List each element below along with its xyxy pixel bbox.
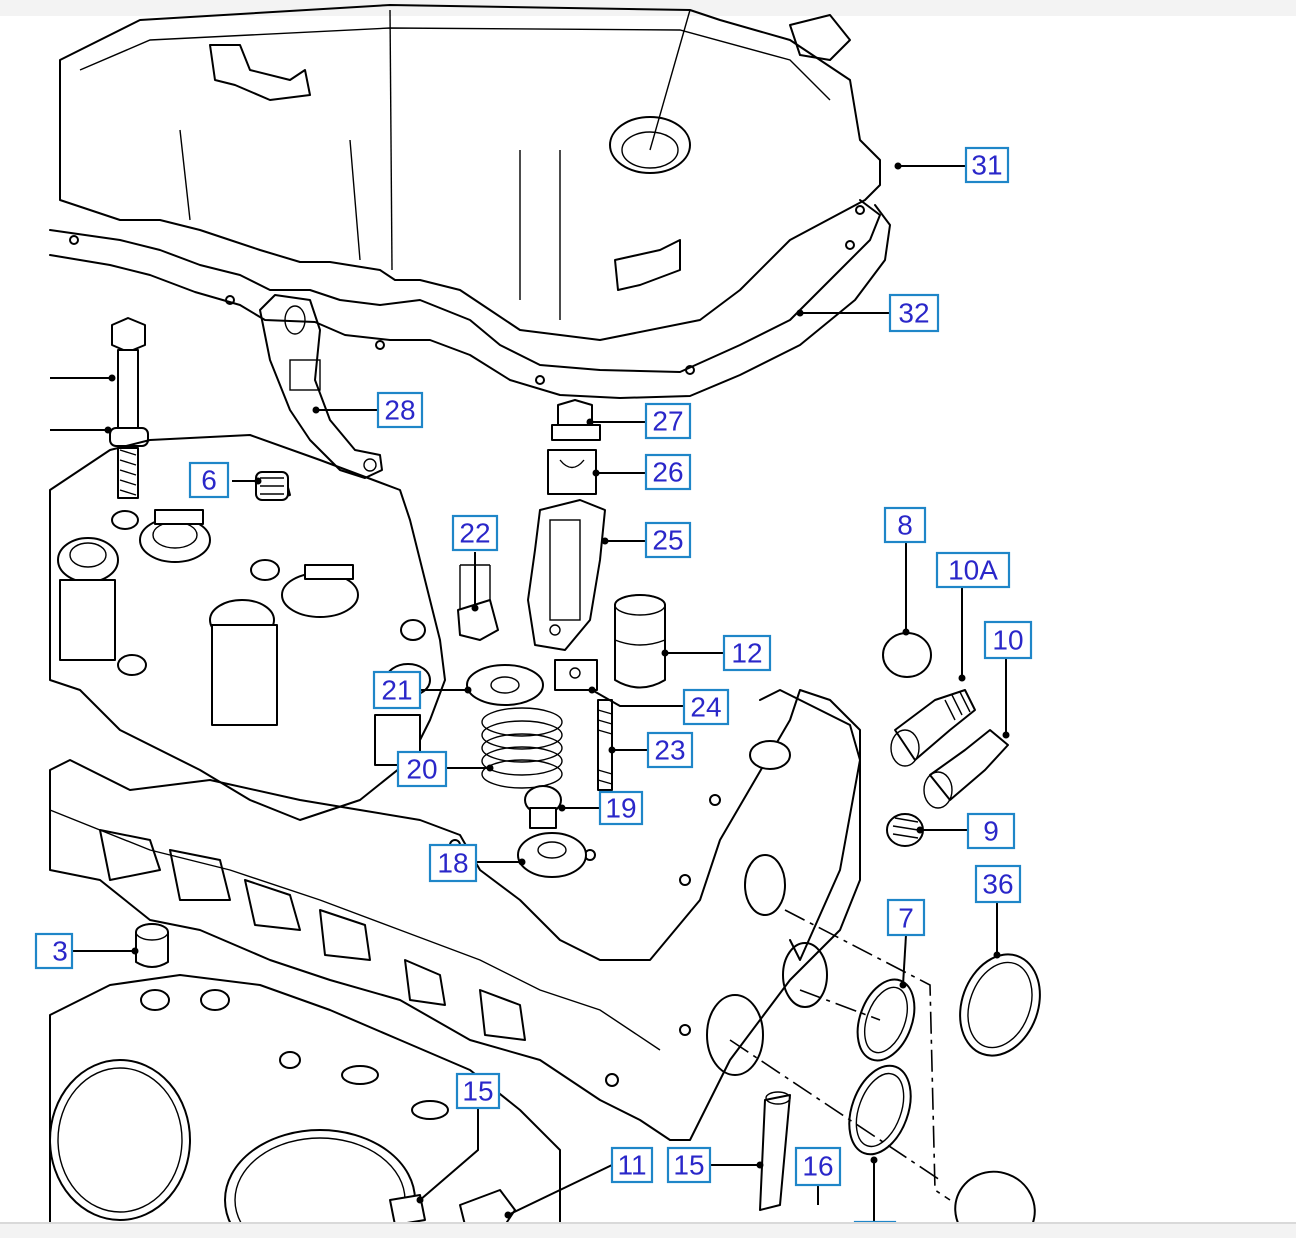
callout-19[interactable]: 19	[598, 790, 644, 826]
injector-11	[389, 1189, 516, 1226]
callout-15-right[interactable]: 15	[666, 1146, 712, 1184]
callout-7[interactable]: 7	[886, 898, 926, 937]
dowel-3	[135, 923, 169, 968]
svg-text:23: 23	[654, 735, 685, 766]
callout-36[interactable]: 36	[974, 864, 1022, 904]
callout-16[interactable]: 16	[794, 1146, 842, 1187]
cap-6	[255, 471, 289, 501]
lifting-bracket	[259, 294, 383, 479]
washer-24	[554, 659, 598, 691]
nut-27	[551, 399, 601, 441]
svg-text:27: 27	[652, 406, 683, 437]
callout-23[interactable]: 23	[646, 731, 694, 769]
svg-text:10A: 10A	[948, 555, 998, 586]
fitting-10A	[890, 689, 976, 767]
seal-ring-7	[856, 978, 916, 1062]
svg-text:9: 9	[983, 816, 999, 847]
svg-text:31: 31	[971, 150, 1002, 181]
svg-text:7: 7	[898, 903, 914, 934]
svg-text:36: 36	[982, 869, 1013, 900]
leader-lines	[50, 162, 1010, 1222]
valve-spring-20	[481, 707, 563, 789]
valve-seal-19	[524, 785, 562, 829]
callout-18[interactable]: 18	[428, 843, 478, 883]
svg-text:25: 25	[652, 525, 683, 556]
svg-text:16: 16	[802, 1151, 833, 1182]
callout-27[interactable]: 27	[644, 402, 692, 440]
seal-ring-lower	[848, 1064, 912, 1156]
valve-seat-18	[517, 832, 587, 878]
callout-26[interactable]: 26	[644, 453, 692, 491]
callout-20[interactable]: 20	[396, 750, 448, 788]
svg-text:18: 18	[437, 848, 468, 879]
stud-23	[597, 699, 613, 791]
svg-text:6: 6	[201, 465, 217, 496]
head-bolt	[109, 317, 149, 499]
callout-3[interactable]: 3	[34, 932, 74, 970]
svg-text:3: 3	[52, 936, 68, 967]
callout-22[interactable]: 22	[451, 514, 499, 552]
spacer-26	[547, 449, 597, 495]
callout-25[interactable]: 25	[644, 521, 692, 559]
svg-text:19: 19	[605, 793, 636, 824]
rocker-cover	[49, 4, 891, 399]
callout-21[interactable]: 21	[372, 670, 422, 710]
plug-8	[882, 632, 932, 678]
svg-text:10: 10	[992, 625, 1023, 656]
svg-text:8: 8	[897, 510, 913, 541]
top-edge	[0, 0, 1296, 16]
svg-text:21: 21	[381, 675, 412, 706]
callout-9[interactable]: 9	[966, 812, 1016, 850]
spring-cap-21	[466, 664, 544, 706]
svg-text:28: 28	[384, 395, 415, 426]
bottom-edge	[0, 1222, 1296, 1238]
guide-pin-15	[759, 1091, 791, 1211]
tappet-12	[614, 594, 666, 689]
callout-15-left[interactable]: 15	[455, 1072, 501, 1110]
callout-6[interactable]: 6	[188, 461, 230, 499]
guide-22	[457, 564, 499, 641]
svg-text:32: 32	[898, 298, 929, 329]
callout-31[interactable]: 31	[964, 146, 1010, 184]
callout-10[interactable]: 10	[983, 620, 1033, 660]
rocker-arm-25	[527, 499, 606, 651]
svg-text:12: 12	[731, 638, 762, 669]
cylinder-head	[49, 689, 861, 1141]
callout-11[interactable]: 11	[610, 1146, 654, 1184]
camshaft-carrier	[49, 434, 446, 821]
callout-24[interactable]: 24	[682, 688, 730, 726]
seal-ring-36	[959, 953, 1041, 1057]
callout-10A[interactable]: 10A	[935, 551, 1011, 589]
svg-text:15: 15	[673, 1150, 704, 1181]
callout-32[interactable]: 32	[888, 293, 940, 333]
svg-text:20: 20	[406, 754, 437, 785]
fitting-10	[923, 729, 1009, 809]
callout-8[interactable]: 8	[883, 506, 927, 544]
svg-text:24: 24	[690, 692, 721, 723]
svg-text:15: 15	[462, 1076, 493, 1107]
svg-text:22: 22	[459, 518, 490, 549]
callout-28[interactable]: 28	[376, 391, 424, 429]
callout-12[interactable]: 12	[722, 634, 772, 672]
svg-text:11: 11	[617, 1150, 646, 1181]
svg-text:26: 26	[652, 457, 683, 488]
